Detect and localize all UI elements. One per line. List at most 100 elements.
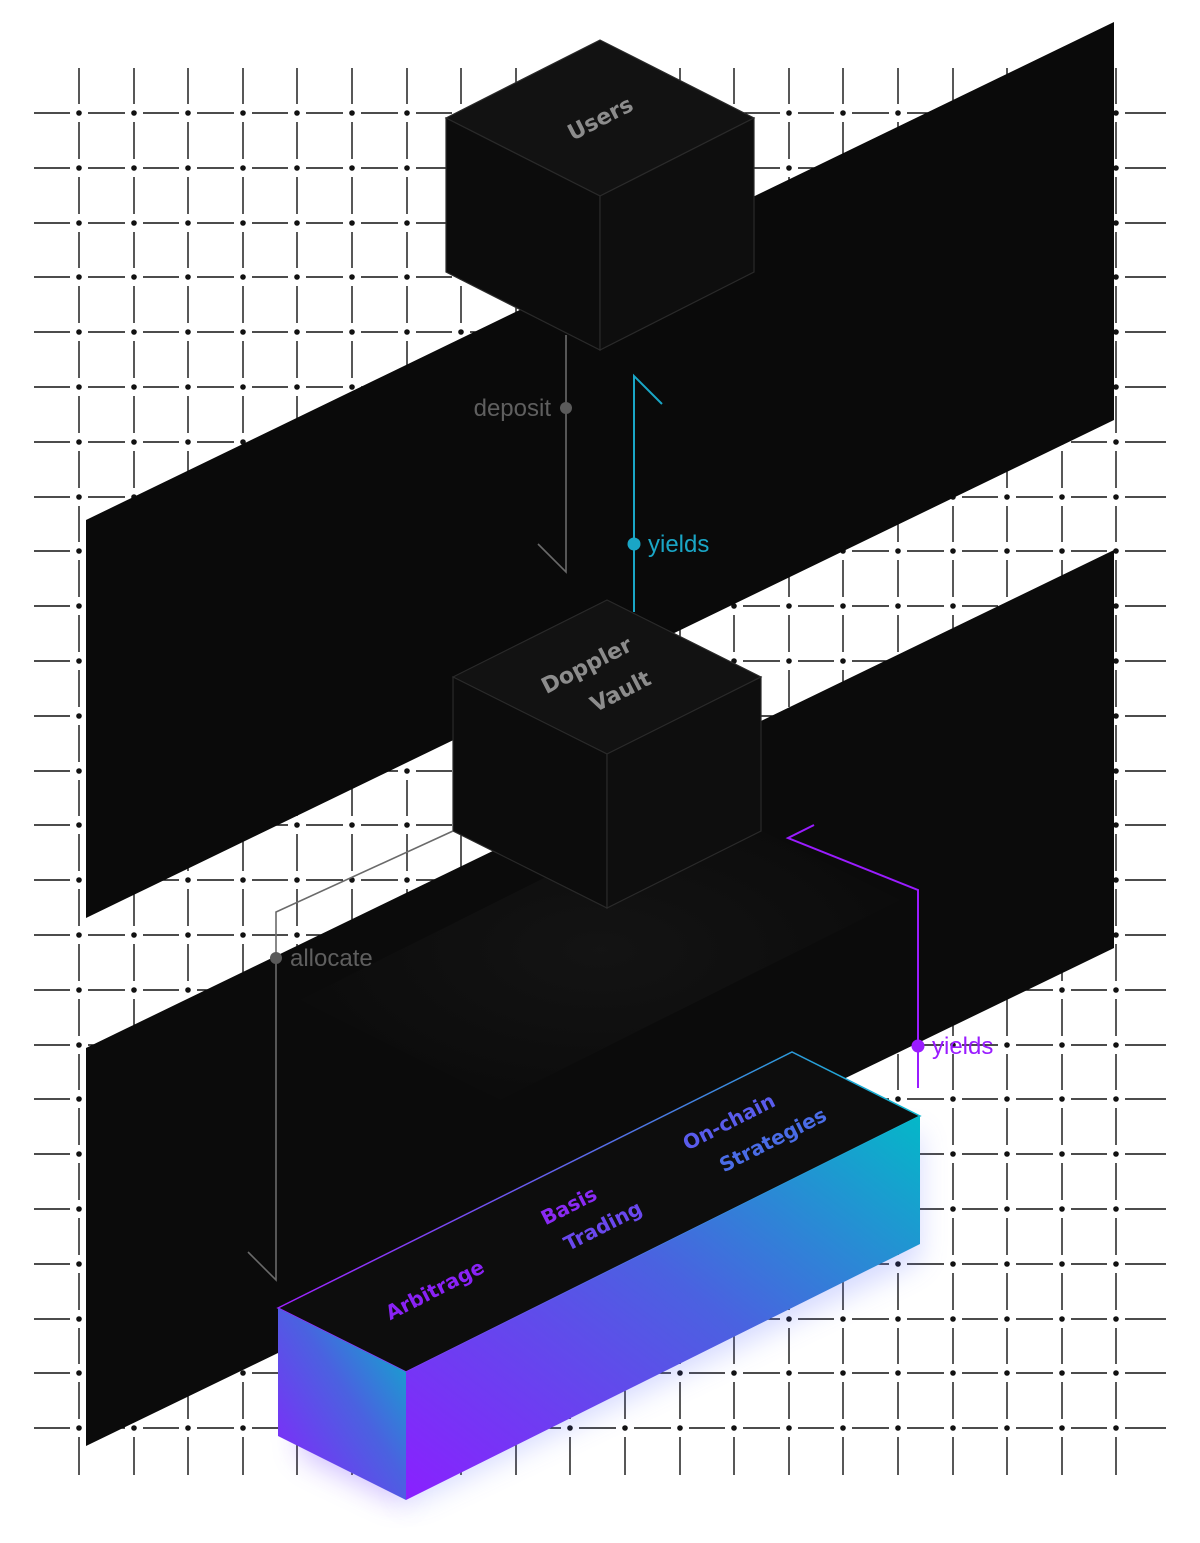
yields-top-dot <box>627 537 641 551</box>
grid-dot <box>1113 987 1119 993</box>
grid-dot <box>240 1370 246 1376</box>
grid-dot <box>404 165 410 171</box>
grid-dot <box>240 110 246 116</box>
grid-dot <box>294 165 300 171</box>
grid-dot <box>1113 439 1119 445</box>
grid-dot <box>458 329 464 335</box>
grid-dot <box>1113 384 1119 390</box>
grid-dot <box>950 1151 956 1157</box>
grid-dot <box>404 110 410 116</box>
grid-dot <box>131 932 137 938</box>
grid-dot <box>76 1370 82 1376</box>
grid-dot <box>731 1370 737 1376</box>
deposit-edge: deposit <box>474 335 572 574</box>
grid-dot <box>404 220 410 226</box>
grid-dot <box>1004 1261 1010 1267</box>
grid-dot <box>786 1425 792 1431</box>
grid-dot <box>76 1316 82 1322</box>
grid-dot <box>76 548 82 554</box>
grid-dot <box>185 877 191 883</box>
grid-dot <box>404 274 410 280</box>
grid-dot <box>895 110 901 116</box>
grid-dot <box>349 220 355 226</box>
grid-dot <box>185 1425 191 1431</box>
grid-dot <box>1113 603 1119 609</box>
grid-dot <box>786 658 792 664</box>
grid-dot <box>76 932 82 938</box>
grid-dot <box>131 1425 137 1431</box>
grid-dot <box>240 274 246 280</box>
lower-plate-shade <box>300 800 900 1100</box>
grid-dot <box>1113 1261 1119 1267</box>
grid-dot <box>185 220 191 226</box>
grid-dot <box>1004 1096 1010 1102</box>
grid-dot <box>1113 1151 1119 1157</box>
strategies-node: Arbitrage Basis Trading On-chain Strateg… <box>276 1051 922 1505</box>
grid-dot <box>404 822 410 828</box>
grid-dot <box>131 384 137 390</box>
grid-dot <box>950 1370 956 1376</box>
grid-dot <box>677 1425 683 1431</box>
yields-bottom-edge: yields <box>785 824 993 1088</box>
grid-dot <box>1113 768 1119 774</box>
users-node: Users <box>444 39 756 351</box>
grid-dot <box>1113 165 1119 171</box>
grid-dot <box>404 768 410 774</box>
grid-dot <box>240 329 246 335</box>
grid-dot <box>1004 1206 1010 1212</box>
grid-dot <box>294 110 300 116</box>
grid-dot <box>950 1425 956 1431</box>
grid-dot <box>185 439 191 445</box>
grid-dot <box>294 932 300 938</box>
grid-dot <box>294 220 300 226</box>
grid-dot <box>349 329 355 335</box>
grid-dot <box>240 220 246 226</box>
grid-dot <box>349 165 355 171</box>
grid-dot <box>185 165 191 171</box>
grid-dot <box>131 329 137 335</box>
grid-dot <box>1059 1316 1065 1322</box>
grid-dot <box>1059 987 1065 993</box>
grid-dot <box>1113 274 1119 280</box>
grid-dot <box>76 768 82 774</box>
grid-dot <box>76 439 82 445</box>
grid-dot <box>76 1151 82 1157</box>
grid-dot <box>76 494 82 500</box>
grid-dot <box>786 165 792 171</box>
grid-dot <box>895 1096 901 1102</box>
grid-dot <box>404 329 410 335</box>
grid-dot <box>131 439 137 445</box>
grid-dot <box>1004 1151 1010 1157</box>
grid-dot <box>404 877 410 883</box>
grid-dot <box>1059 548 1065 554</box>
yields-bottom-label: yields <box>932 1033 993 1060</box>
grid-dot <box>1113 1096 1119 1102</box>
grid-dot <box>1059 1425 1065 1431</box>
grid-dot <box>1059 1042 1065 1048</box>
grid-dot <box>76 165 82 171</box>
grid-dot <box>131 987 137 993</box>
grid-dot <box>240 384 246 390</box>
grid-dot <box>786 1370 792 1376</box>
grid-dot <box>1113 1206 1119 1212</box>
grid-dot <box>76 1261 82 1267</box>
grid-dot <box>895 1425 901 1431</box>
vault-node: Doppler Vault <box>451 599 763 909</box>
grid-dot <box>1113 822 1119 828</box>
allocate-edge: allocate <box>247 830 454 1282</box>
grid-dot <box>950 1316 956 1322</box>
grid-dot <box>840 1425 846 1431</box>
grid-dot <box>1113 494 1119 500</box>
grid-dot <box>950 1206 956 1212</box>
grid-dot <box>1113 877 1119 883</box>
grid-dot <box>731 1425 737 1431</box>
grid-dot <box>240 877 246 883</box>
grid-dot <box>185 274 191 280</box>
grid-dot <box>185 110 191 116</box>
allocate-label: allocate <box>290 945 373 972</box>
grid-dot <box>1113 1042 1119 1048</box>
strategies-front-face <box>406 1116 920 1500</box>
grid-dot <box>76 1042 82 1048</box>
grid-dot <box>1113 1370 1119 1376</box>
